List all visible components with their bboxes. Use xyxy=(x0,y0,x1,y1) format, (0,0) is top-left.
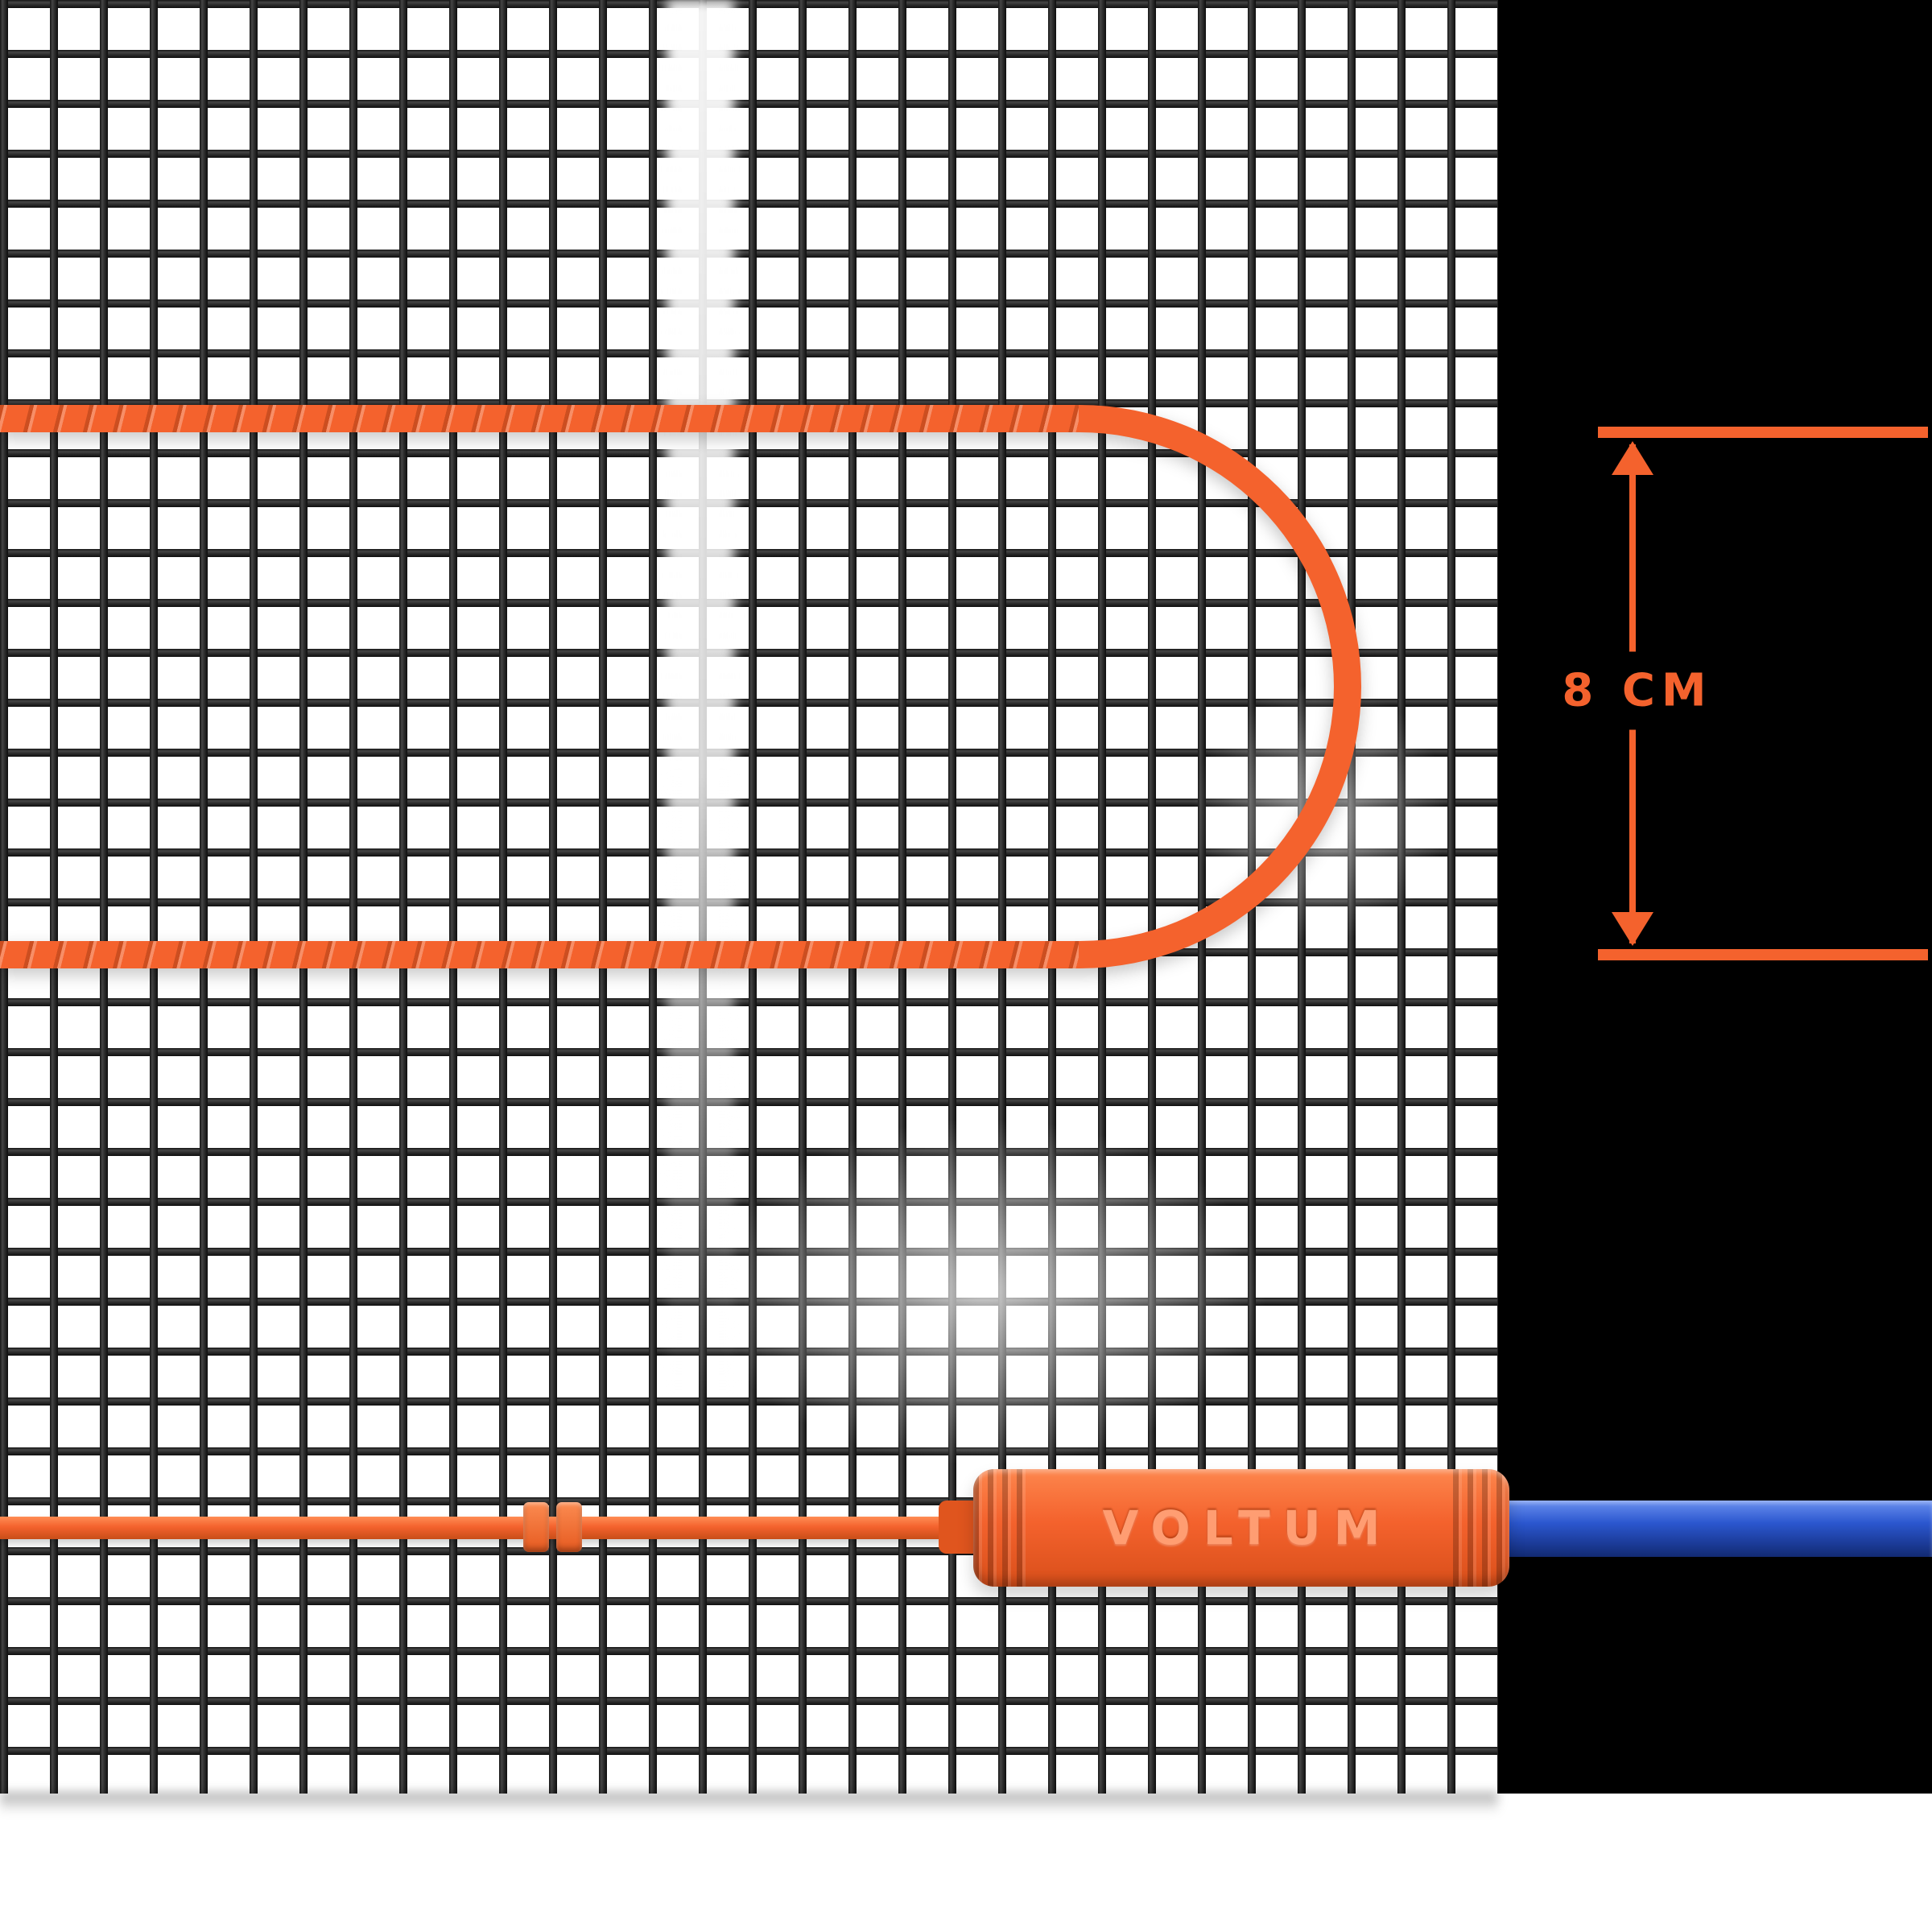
clip-band xyxy=(556,1502,582,1552)
clip-band xyxy=(523,1502,549,1552)
mesh-bottom-shadow xyxy=(0,1792,1498,1813)
mesh-soft-glare xyxy=(704,1119,1267,1465)
cable-splice-clip xyxy=(523,1502,582,1552)
heating-cable-lead xyxy=(0,1517,990,1539)
cable-spiral-texture-bottom xyxy=(0,941,1079,968)
cable-spiral-texture-top xyxy=(0,405,1079,432)
heating-cable-loop xyxy=(0,405,1361,968)
brand-label: VOLTUM xyxy=(1102,1501,1393,1555)
black-backdrop xyxy=(1498,0,1932,1794)
voltum-connector: VOLTUM xyxy=(973,1469,1509,1587)
power-cord xyxy=(1489,1501,1932,1557)
